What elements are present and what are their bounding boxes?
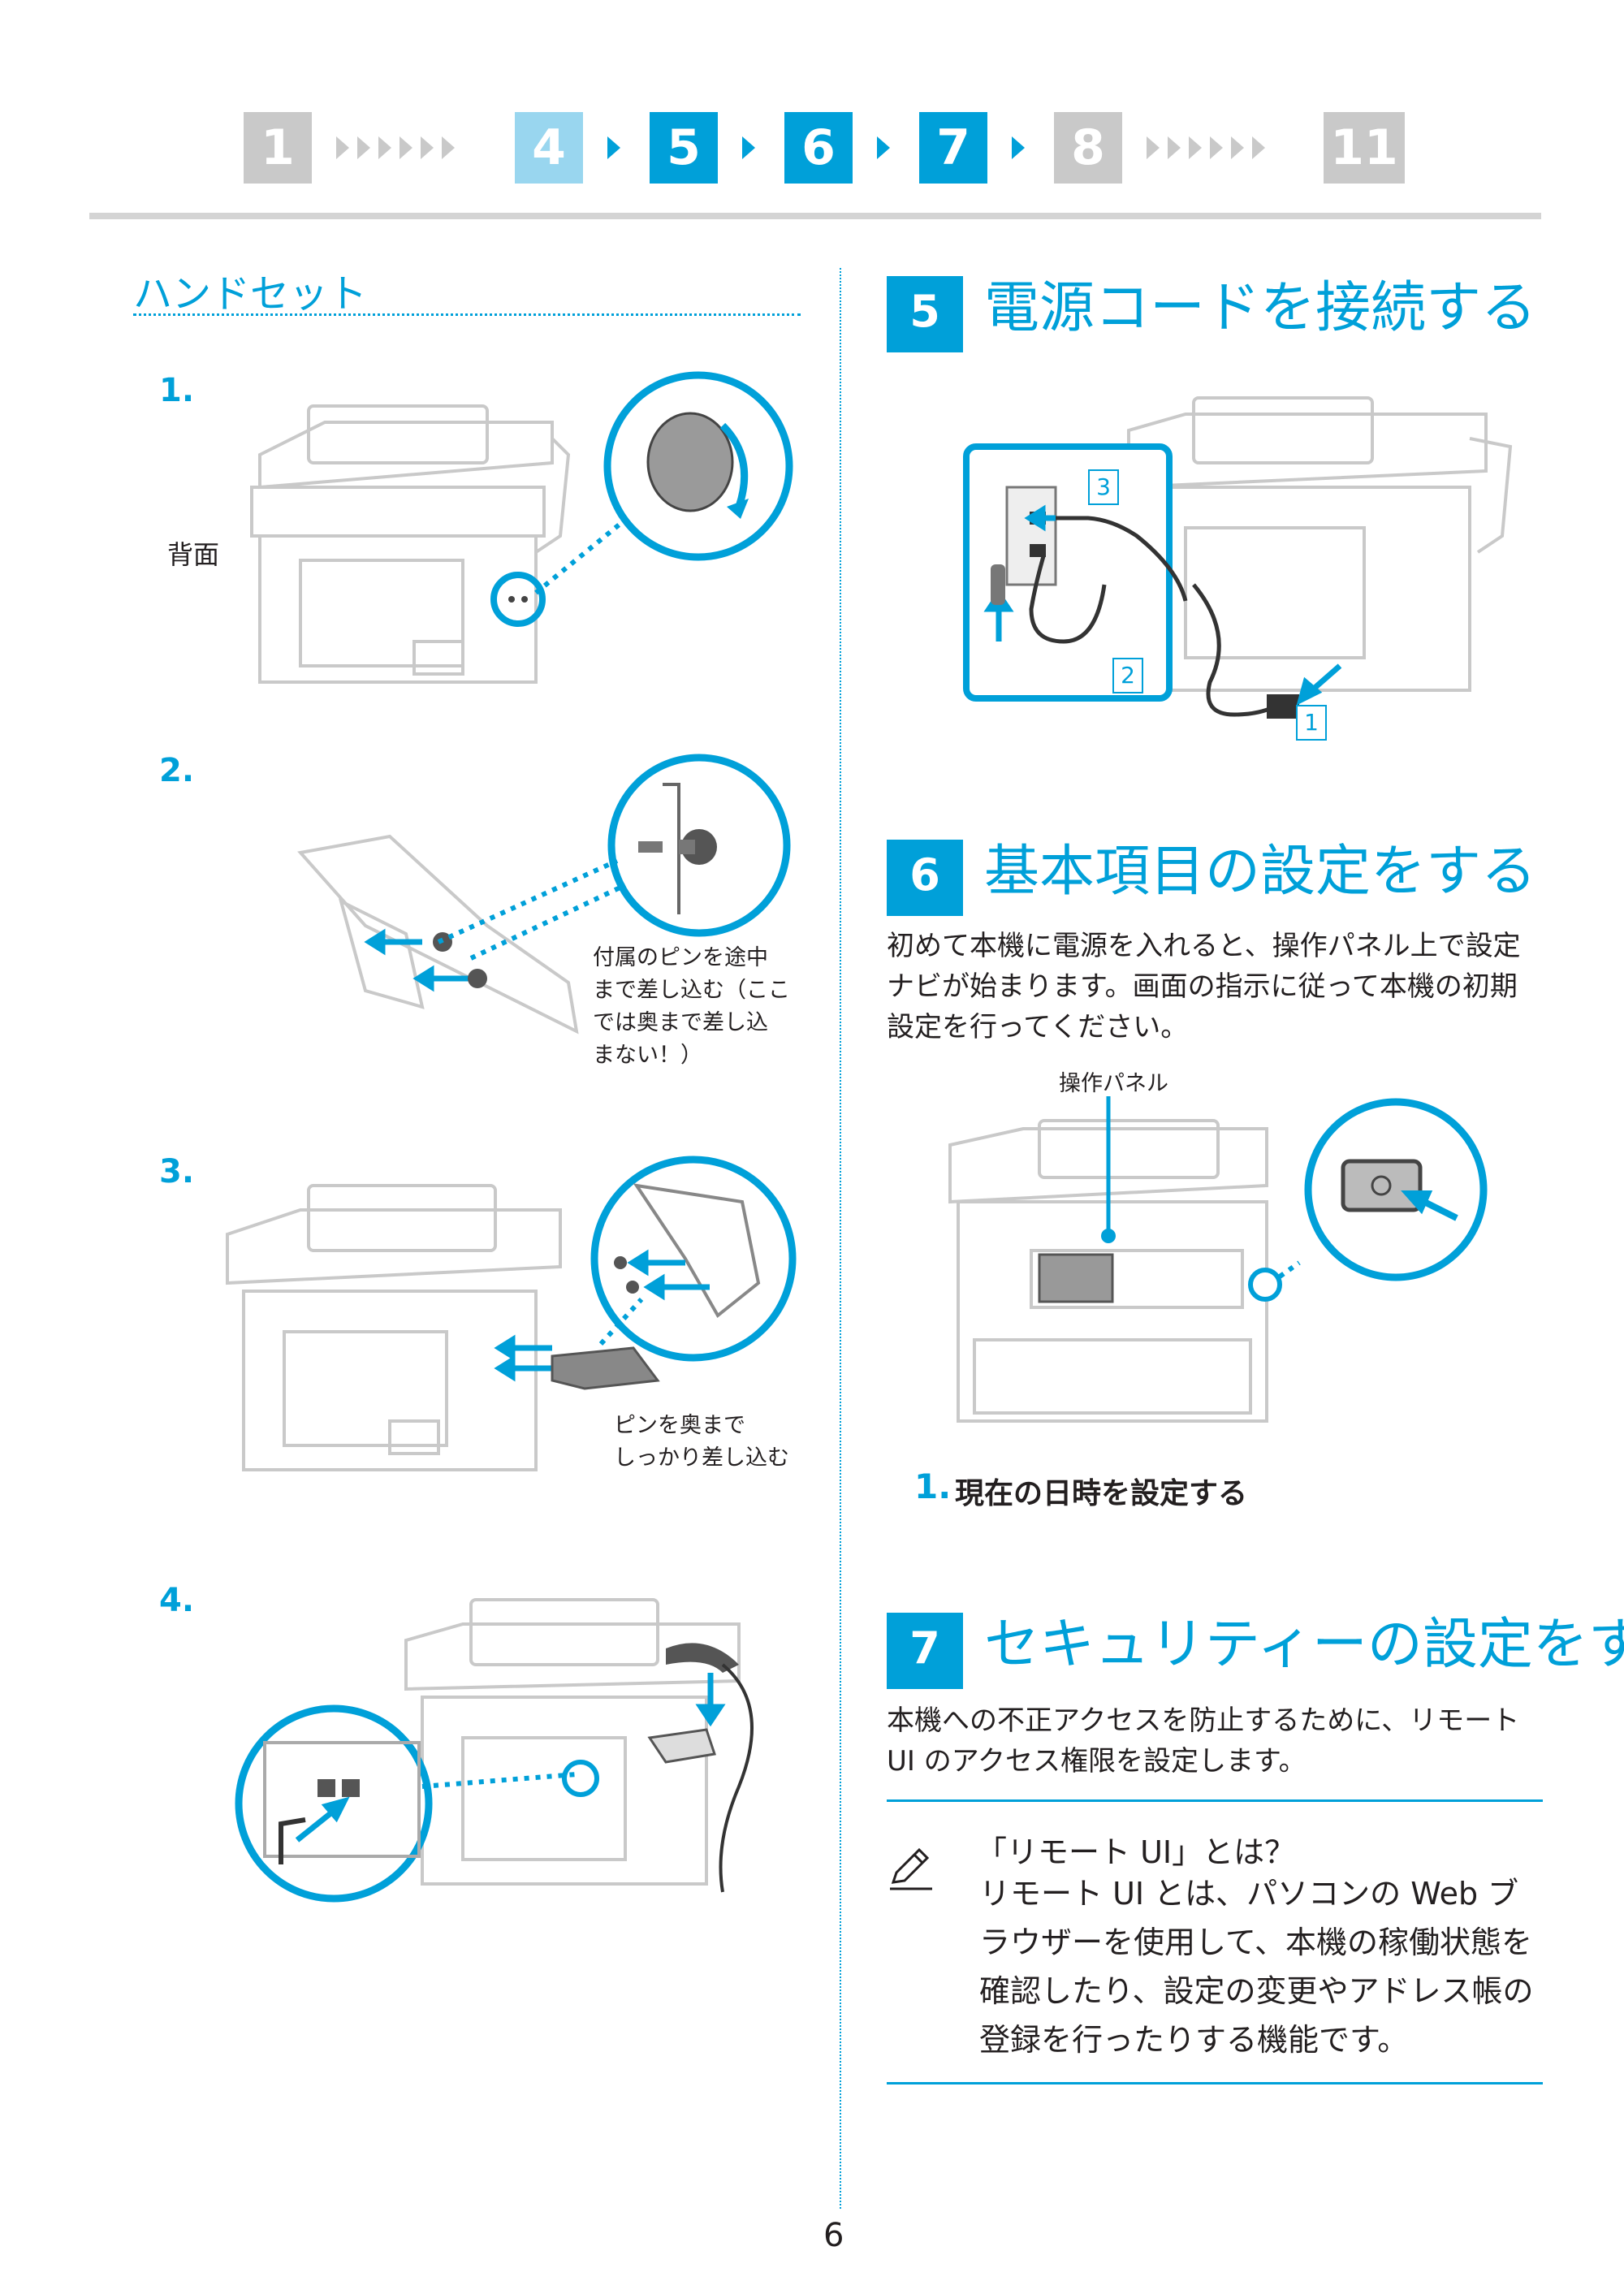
zoom-circle-jack-icon [235, 1704, 433, 1903]
arrow-icon [421, 136, 434, 159]
step-7: 7 [919, 112, 987, 184]
step3-caption: ピンを奥まで しっかり差し込む [614, 1410, 789, 1475]
pointer-line [598, 1297, 644, 1346]
caption-line: では奥まで差し込 [593, 1010, 768, 1035]
printer-front-illustration [948, 1096, 1301, 1423]
arrow-icon [607, 136, 620, 159]
note-line: 確認したり、設定の変更やアドレス帳の [979, 1973, 1534, 2009]
printer-with-handset-illustration [404, 1598, 754, 1893]
step-6: 6 [784, 112, 853, 184]
caption-line: しっかり差し込む [614, 1445, 789, 1471]
step-number: 1. [159, 372, 195, 409]
caption-line: まで差し込む（ここ [593, 978, 790, 1003]
pencil-note-icon [890, 1847, 932, 1890]
caption-line: ピンを奥まで [614, 1413, 745, 1438]
arrow-icon [400, 136, 412, 159]
step-number: 1. [914, 1467, 952, 1506]
body-line: ナビが始まります。画面の指示に従って本機の初期 [887, 970, 1518, 1003]
section-title-handset: ハンドセット [133, 271, 368, 317]
arrow-icon [742, 136, 755, 159]
step-text-set-datetime: 現在の日時を設定する [955, 1477, 1248, 1510]
note-rule-top [887, 1799, 1543, 1802]
arrow-icon [877, 136, 890, 159]
note-rule-bottom [887, 2082, 1543, 2084]
control-panel-label: 操作パネル [1059, 1071, 1168, 1096]
zoom-circle-pin-icon [607, 754, 791, 937]
body-line: 初めて本機に電源を入れると、操作パネル上で設定 [887, 930, 1521, 962]
body-line: UI のアクセス権限を設定します。 [887, 1745, 1307, 1778]
step-number: 3. [159, 1153, 195, 1190]
column-divider [840, 268, 841, 2209]
section-number-6: 6 [887, 840, 963, 911]
arrow-icon [1231, 136, 1244, 159]
arrow-icon [1012, 136, 1025, 159]
section-number-underline [887, 348, 963, 352]
step-4: 4 [515, 112, 583, 184]
pointer-line [534, 517, 627, 595]
note-line: リモート UI とは、パソコンの Web ブ [979, 1876, 1519, 1912]
section-number-underline [887, 911, 963, 916]
handset-bracket-arrows [494, 1334, 660, 1390]
arrow-icon [1252, 136, 1265, 159]
step-1: 1 [244, 112, 312, 184]
step-number: 2. [159, 752, 195, 789]
section-number-5: 5 [887, 276, 963, 348]
step2-caption: 付属のピンを途中 まで差し込む（ここ では奥まで差し込 まない！） [593, 942, 790, 1072]
zoom-circle-bracket-icon [590, 1156, 797, 1362]
callout-2: 2 [1112, 658, 1143, 693]
section-number-underline [887, 1684, 963, 1689]
sec7-body: 本機への不正アクセスを防止するために、リモート UI のアクセス権限を設定します… [887, 1700, 1519, 1782]
section-title-security: セキュリティーの設定をする [984, 1613, 1624, 1677]
printer-rear-illustration [250, 404, 571, 684]
step-number: 4. [159, 1582, 195, 1619]
step-5: 5 [650, 112, 718, 184]
arrow-icon [1210, 136, 1223, 159]
rear-label: 背面 [167, 539, 220, 570]
zoom-circle-cover-icon [603, 371, 793, 561]
header-divider [89, 213, 1541, 219]
zoom-circle-power-button-icon [1304, 1098, 1488, 1281]
section-title-basic-settings: 基本項目の設定をする [984, 840, 1537, 904]
arrow-icon [442, 136, 455, 159]
arrow-icon [1147, 136, 1160, 159]
section-number-7: 7 [887, 1613, 963, 1684]
pointer-line [421, 1772, 577, 1789]
title-underline [133, 313, 801, 316]
arrow-icon [336, 136, 349, 159]
callout-3: 3 [1088, 469, 1119, 505]
arrow-icon [378, 136, 391, 159]
note-line: 登録を行ったりする機能です。 [979, 2022, 1409, 2058]
note-line: ラウザーを使用して、本機の稼働状態を [979, 1925, 1532, 1960]
step-8: 8 [1054, 112, 1122, 184]
caption-line: 付属のピンを途中 [593, 945, 768, 970]
body-line: 設定を行ってください。 [887, 1011, 1189, 1043]
body-line: 本機への不正アクセスを防止するために、リモート [887, 1704, 1520, 1737]
sec6-body: 初めて本機に電源を入れると、操作パネル上で設定 ナビが始まります。画面の指示に従… [887, 926, 1521, 1048]
power-cord-illustration [963, 396, 1513, 719]
pointer-line [437, 858, 627, 961]
page-number: 6 [823, 2217, 844, 2254]
arrow-icon [357, 136, 370, 159]
step-11: 11 [1324, 112, 1405, 184]
callout-1: 1 [1296, 705, 1327, 741]
highlight-circle [490, 572, 546, 627]
note-title: 「リモート UI」とは？ [976, 1834, 1296, 1870]
arrow-icon [1168, 136, 1181, 159]
arrow-icon [1189, 136, 1202, 159]
note-body: リモート UI とは、パソコンの Web ブ ラウザーを使用して、本機の稼働状態… [979, 1869, 1533, 2064]
section-title-power-cord: 電源コードを接続する [984, 276, 1537, 340]
printer-rear-illustration [226, 1184, 562, 1471]
handset-cradle-illustration [297, 834, 579, 1035]
caption-line: まない！） [593, 1043, 702, 1068]
